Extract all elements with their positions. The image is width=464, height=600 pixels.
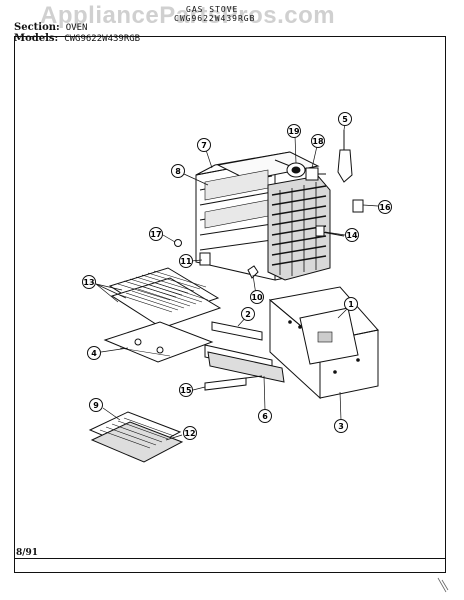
svg-text:4: 4 xyxy=(91,349,97,358)
callout-7: 7 xyxy=(197,138,211,152)
models-value: CWG9622W439RGB xyxy=(64,34,141,44)
callout-11: 11 xyxy=(179,254,193,268)
oven-bottom xyxy=(103,321,214,363)
svg-text:19: 19 xyxy=(288,127,300,136)
callout-4: 4 xyxy=(87,346,101,360)
callout-10: 10 xyxy=(250,290,264,304)
svg-text:9: 9 xyxy=(93,401,99,410)
callout-18: 18 xyxy=(311,134,325,148)
oven-liner xyxy=(195,151,320,281)
callout-17: 17 xyxy=(149,227,163,241)
section-value: OVEN xyxy=(65,23,88,33)
svg-text:13: 13 xyxy=(83,278,94,287)
gas-controls xyxy=(174,130,364,279)
callout-19: 19 xyxy=(287,124,301,138)
oven-racks xyxy=(108,267,222,329)
callout-9: 9 xyxy=(89,398,103,412)
callout-3: 3 xyxy=(334,419,348,433)
footer-rule xyxy=(14,558,446,559)
svg-text:2: 2 xyxy=(245,310,251,319)
footer-date: 8/91 xyxy=(16,548,39,558)
heat-shield xyxy=(299,307,359,365)
svg-text:15: 15 xyxy=(180,386,192,395)
svg-text:16: 16 xyxy=(379,203,391,212)
svg-text:6: 6 xyxy=(262,412,268,421)
callout-8: 8 xyxy=(171,164,185,178)
diagram-model-number: CWG9622W439RGB xyxy=(174,14,256,23)
svg-text:5: 5 xyxy=(342,115,348,124)
svg-text:7: 7 xyxy=(201,141,207,150)
front-trim-rails xyxy=(204,321,285,391)
svg-text:8: 8 xyxy=(175,167,181,176)
svg-text:10: 10 xyxy=(251,293,263,302)
svg-text:12: 12 xyxy=(184,429,195,438)
callout-5: 5 xyxy=(338,112,352,126)
section-row: Section: OVEN xyxy=(14,22,87,33)
svg-text:14: 14 xyxy=(346,231,358,240)
section-label: Section: xyxy=(14,22,60,33)
models-row: Models: CWG9622W439RGB xyxy=(14,33,140,44)
models-label: Models: xyxy=(14,33,59,44)
callouts: 1 2 3 4 5 6 7 8 9 10 11 12 13 14 15 16 1… xyxy=(82,112,392,440)
callout-14: 14 xyxy=(345,228,359,242)
leader-lines xyxy=(95,122,379,441)
broiler-pan xyxy=(88,411,184,463)
callout-1: 1 xyxy=(344,297,358,311)
callout-12: 12 xyxy=(183,426,197,440)
callout-15: 15 xyxy=(179,383,193,397)
svg-text:1: 1 xyxy=(348,300,354,309)
insulation-blanket xyxy=(267,175,331,281)
svg-text:11: 11 xyxy=(180,257,192,266)
svg-text:17: 17 xyxy=(150,230,161,239)
watermark: AppliancePartsPros.com xyxy=(40,2,336,29)
callout-16: 16 xyxy=(378,200,392,214)
svg-text:3: 3 xyxy=(338,422,344,431)
diagram-frame xyxy=(14,36,446,573)
corner-mark xyxy=(437,577,449,593)
callout-6: 6 xyxy=(258,409,272,423)
diagram-title: GAS STOVE xyxy=(186,5,239,14)
svg-text:18: 18 xyxy=(312,137,324,146)
callout-2: 2 xyxy=(241,307,255,321)
callout-13: 13 xyxy=(82,275,96,289)
